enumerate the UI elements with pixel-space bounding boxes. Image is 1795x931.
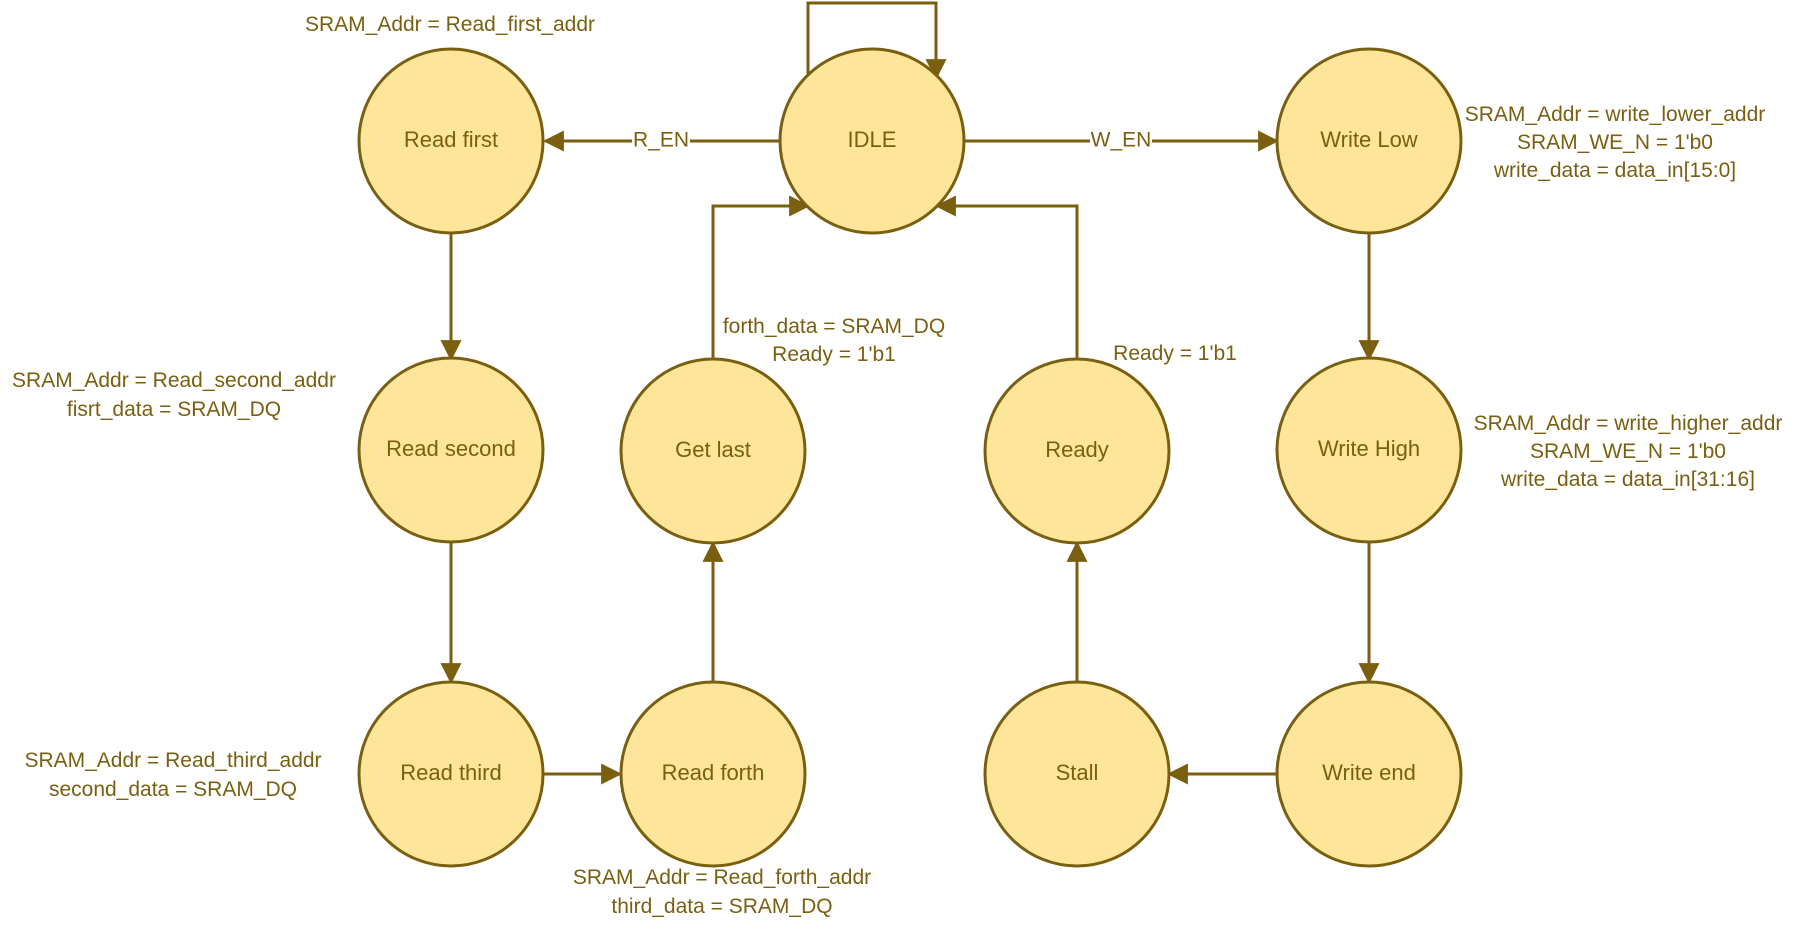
annotation-read-second-line-1: SRAM_Addr = Read_second_addr	[12, 369, 336, 392]
state-label-write-low: Write Low	[1320, 127, 1418, 152]
annotation-write-low-line-2: SRAM_WE_N = 1'b0	[1517, 131, 1713, 154]
state-read-forth: Read forth	[619, 680, 807, 868]
edge-label-r-en: R_EN	[633, 129, 689, 152]
state-label-write-end: Write end	[1322, 760, 1416, 785]
annotation-get-last-line-1: forth_data = SRAM_DQ	[723, 315, 945, 338]
annotation-ready-line-1: Ready = 1'b1	[1113, 342, 1237, 365]
annotation-write-low-line-3: write_data = data_in[15:0]	[1493, 159, 1736, 182]
annotation-read-forth-line-1: SRAM_Addr = Read_forth_addr	[573, 866, 871, 889]
annotation-read-third-line-2: second_data = SRAM_DQ	[49, 778, 297, 801]
state-read-third: Read third	[357, 680, 545, 868]
annotation-get-last-line-2: Ready = 1'b1	[772, 343, 896, 366]
annotation-read-first-line-1: SRAM_Addr = Read_first_addr	[305, 13, 595, 36]
annotation-read-third-line-1: SRAM_Addr = Read_third_addr	[24, 749, 321, 772]
state-get-last: Get last	[619, 357, 807, 545]
state-label-write-high: Write High	[1318, 436, 1420, 461]
edge-ready-to-idle	[934, 195, 1079, 359]
state-read-second: Read second	[357, 356, 545, 544]
state-label-read-first: Read first	[404, 127, 498, 152]
edge-idle-self-loop	[806, 1, 947, 81]
annotation-write-high-line-2: SRAM_WE_N = 1'b0	[1530, 440, 1726, 463]
annotation-write-high-line-3: write_data = data_in[31:16]	[1500, 468, 1755, 491]
state-write-end: Write end	[1275, 680, 1463, 868]
state-label-get-last: Get last	[675, 437, 751, 462]
state-label-ready: Ready	[1045, 437, 1109, 462]
edge-label-w-en: W_EN	[1091, 129, 1152, 152]
annotation-write-low-line-1: SRAM_Addr = write_lower_addr	[1465, 103, 1766, 126]
state-read-first: Read first	[357, 47, 545, 235]
state-write-low: Write Low	[1275, 47, 1463, 235]
annotations: SRAM_Addr = Read_first_addr SRAM_Addr = …	[12, 13, 1782, 918]
state-label-read-second: Read second	[386, 436, 516, 461]
annotation-read-second-line-2: fisrt_data = SRAM_DQ	[67, 398, 281, 421]
state-ready: Ready	[983, 357, 1171, 545]
state-label-read-third: Read third	[400, 760, 502, 785]
state-write-high: Write High	[1275, 356, 1463, 544]
edge-get-last-to-idle	[711, 195, 811, 359]
edge-labels: R_EN W_EN	[632, 128, 1152, 154]
edges	[440, 1, 1380, 785]
annotation-write-high-line-1: SRAM_Addr = write_higher_addr	[1474, 412, 1783, 435]
state-label-read-forth: Read forth	[662, 760, 765, 785]
state-idle: IDLE	[778, 47, 966, 235]
states: IDLE Read first Read second Read third R…	[357, 47, 1463, 868]
annotation-read-forth-line-2: third_data = SRAM_DQ	[611, 895, 832, 918]
state-label-stall: Stall	[1056, 760, 1099, 785]
state-stall: Stall	[983, 680, 1171, 868]
state-label-idle: IDLE	[848, 127, 897, 152]
